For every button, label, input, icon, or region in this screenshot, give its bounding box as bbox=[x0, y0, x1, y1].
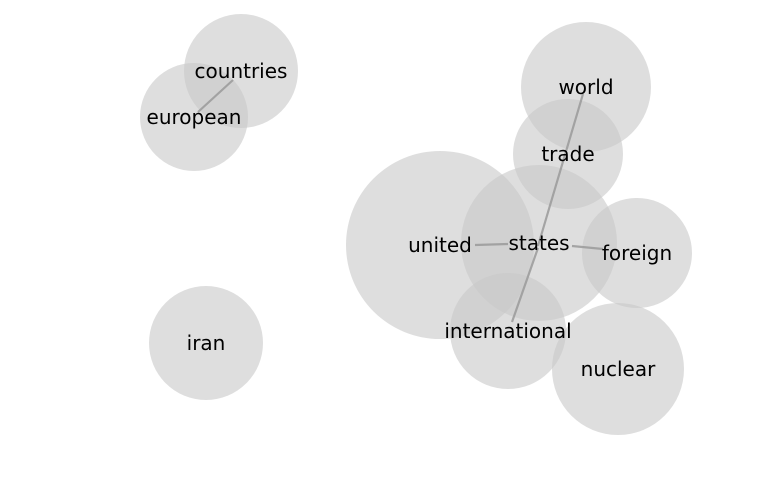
label-european: european bbox=[147, 105, 242, 129]
edge-states-international bbox=[510, 247, 540, 323]
edge-states-foreign bbox=[571, 244, 604, 251]
edge-layer bbox=[197, 79, 604, 323]
label-states: states bbox=[508, 231, 569, 255]
edge-european-countries bbox=[197, 79, 234, 113]
label-layer: countries european world trade united states f… bbox=[147, 59, 673, 381]
bubble-international bbox=[450, 273, 566, 389]
label-world: world bbox=[558, 75, 613, 99]
label-trade: trade bbox=[541, 142, 594, 166]
label-iran: iran bbox=[187, 331, 226, 355]
label-united: united bbox=[408, 233, 472, 257]
label-countries: countries bbox=[195, 59, 288, 83]
edge-states-united bbox=[474, 242, 509, 247]
bubble-foreign bbox=[582, 198, 692, 308]
label-nuclear: nuclear bbox=[581, 357, 656, 381]
bubble-layer bbox=[140, 14, 692, 435]
edge-states-world bbox=[536, 93, 585, 247]
bubble-iran bbox=[149, 286, 263, 400]
bubble-nuclear bbox=[552, 303, 684, 435]
label-foreign: foreign bbox=[602, 241, 672, 265]
label-international: international bbox=[444, 319, 571, 343]
